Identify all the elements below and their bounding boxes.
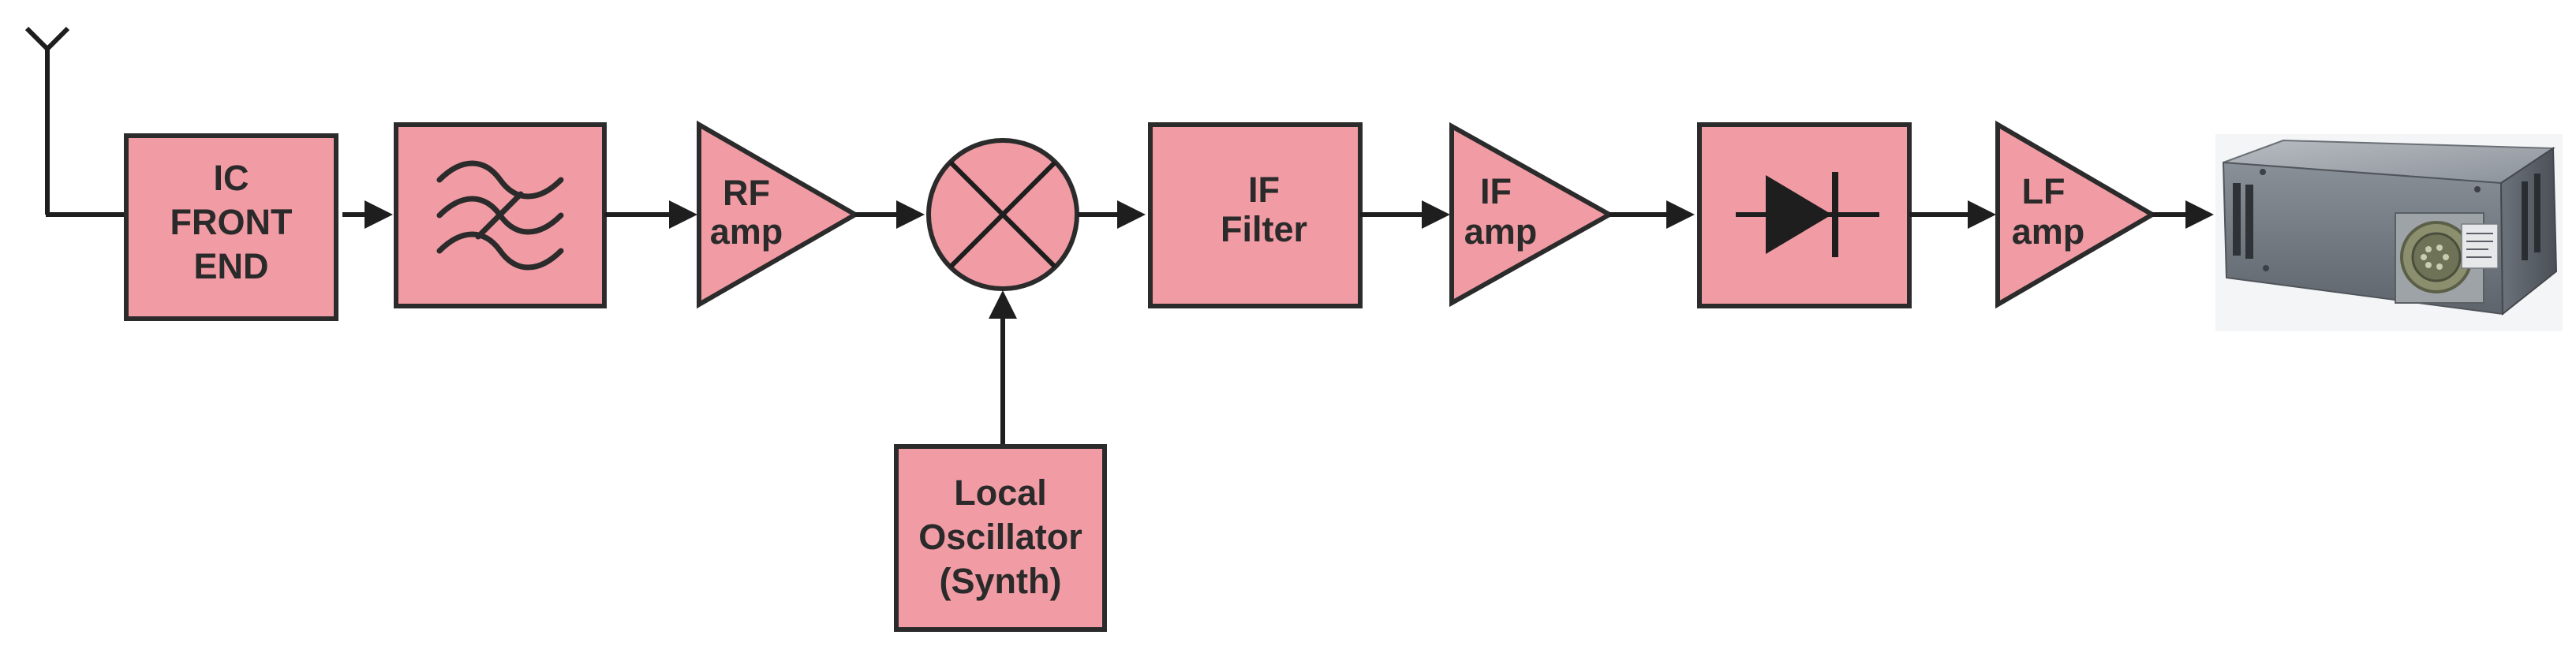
front-end-label-line-3: END <box>193 246 268 286</box>
arrow-mixer-to-if-filter <box>1078 200 1146 229</box>
if-filter-label-line-1: IF <box>1248 170 1280 210</box>
mixer-block <box>926 138 1079 291</box>
lf-amp-label-line-2: amp <box>2012 211 2085 252</box>
lf-amp-label-line-1: LF <box>2022 171 2066 211</box>
front-end-label-line-2: FRONT <box>170 202 293 242</box>
if-amp-block: IF amp <box>1449 121 1615 308</box>
front-end-label-line-1: IC <box>214 158 249 198</box>
if-filter-block: IF Filter <box>1148 122 1363 308</box>
arrow-detector-to-lf-amp <box>1909 200 1996 229</box>
arrow-if-filter-to-if-amp <box>1360 200 1450 229</box>
detector-block <box>1697 122 1912 308</box>
if-amp-label-line-1: IF <box>1480 171 1512 211</box>
if-filter-label-line-2: Filter <box>1221 209 1307 249</box>
arrow-lf-amp-to-output <box>2152 200 2214 229</box>
local-oscillator-label-line-1: Local <box>954 473 1047 513</box>
local-oscillator-block: Local Oscillator (Synth) <box>894 444 1107 632</box>
bandpass-filter-icon <box>436 160 564 271</box>
mixer-icon <box>948 160 1057 269</box>
arrow-front-end-to-filter <box>342 200 393 229</box>
front-end-block: IC FRONT END <box>124 133 338 321</box>
diode-icon <box>1736 172 1879 257</box>
rf-amp-label-line-2: amp <box>710 211 783 252</box>
arrow-rf-amp-to-mixer <box>855 200 925 229</box>
receiver-box-icon <box>2215 134 2563 331</box>
if-amp-label-line-2: amp <box>1464 211 1538 252</box>
local-oscillator-label-line-2: Oscillator <box>918 517 1082 557</box>
arrow-local-oscillator-to-mixer <box>989 290 1017 446</box>
arrow-if-amp-to-detector <box>1610 200 1695 229</box>
local-oscillator-label-line-3: (Synth) <box>940 561 1062 601</box>
antenna-icon <box>24 26 70 215</box>
lf-amp-block: LF amp <box>1995 120 2157 309</box>
rf-amp-label-line-1: RF <box>723 173 770 213</box>
rf-amp-block: RF amp <box>697 120 861 309</box>
arrow-filter-to-rf-amp <box>604 200 697 229</box>
bandpass-filter-block <box>394 122 607 308</box>
